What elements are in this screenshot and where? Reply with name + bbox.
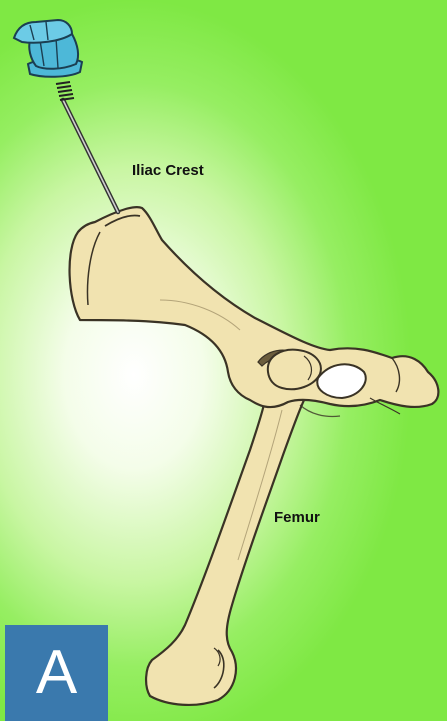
- panel-letter: A: [36, 642, 77, 704]
- pelvis-bone: [70, 207, 439, 416]
- label-femur: Femur: [274, 509, 320, 526]
- label-iliac-crest: Iliac Crest: [132, 162, 204, 179]
- panel-badge: A: [5, 625, 108, 721]
- femur-bone: [146, 350, 323, 705]
- femoral-head: [268, 350, 321, 390]
- bone-marrow-needle-icon: [14, 20, 118, 212]
